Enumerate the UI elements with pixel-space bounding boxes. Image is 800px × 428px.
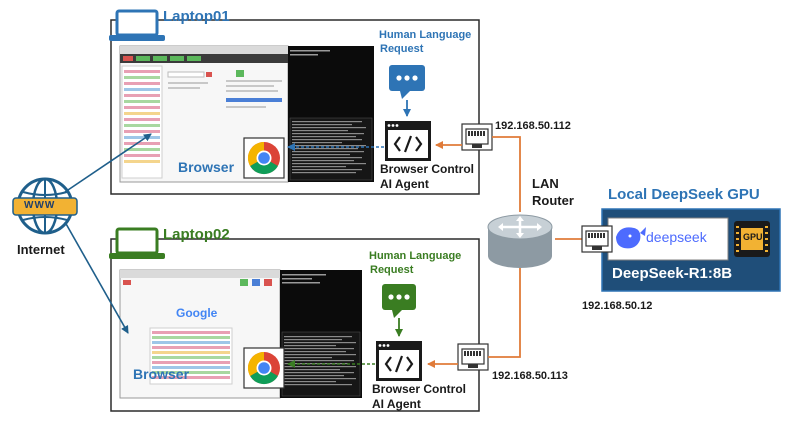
laptop01-title: Laptop01 (163, 8, 230, 25)
laptop02-request-line1: Human Language (369, 250, 462, 262)
laptop02-agent-line2: AI Agent (372, 397, 421, 411)
laptop02-agent-line1: Browser Control (372, 382, 467, 396)
www-badge: WWW (24, 200, 56, 211)
gpu-chip-icon (734, 221, 770, 257)
ethernet-port-icon (461, 123, 493, 151)
laptop-icon (109, 9, 165, 41)
laptop01-request-line1: Human Language (379, 29, 472, 41)
ethernet-port-icon (581, 225, 613, 253)
laptop01-terminal-screenshot (288, 46, 374, 182)
laptop02-internet-link (64, 221, 129, 334)
laptop02-request-line2: Request (370, 264, 414, 276)
chat-bubble-icon (389, 65, 425, 99)
laptop-icon (109, 227, 165, 259)
search-logo: Google (176, 306, 218, 320)
chrome-icon (243, 347, 285, 389)
laptop02-terminal-screenshot (280, 270, 362, 398)
globe-icon (12, 177, 78, 235)
deepseek-brand: deepseek (646, 229, 707, 245)
laptop02-browser-label: Browser (133, 366, 190, 382)
laptop01-internet-link (64, 133, 152, 193)
laptop01-group (109, 9, 493, 195)
gpu-chip-label: GPU (743, 232, 763, 242)
router-label-line1: LAN (532, 176, 559, 191)
gpu-model-label: DeepSeek-R1:8B (612, 265, 733, 282)
deepseek-whale-icon (616, 227, 646, 249)
laptop01-request-line2: Request (380, 43, 424, 55)
code-window-icon (376, 341, 422, 381)
chat-bubble-icon (382, 284, 416, 318)
ethernet-port-icon (457, 343, 489, 371)
router-icon (487, 214, 553, 268)
laptop02-ip: 192.168.50.113 (492, 370, 568, 382)
laptop01-agent-line2: AI Agent (380, 177, 429, 191)
lan-link-laptop01 (492, 136, 521, 212)
laptop02-title: Laptop02 (163, 226, 230, 243)
laptop01-browser-label: Browser (178, 159, 235, 175)
laptop01-ip: 192.168.50.112 (495, 120, 571, 132)
gpu-server-ip: 192.168.50.12 (582, 300, 653, 312)
router-label-line2: Router (532, 193, 574, 208)
laptop01-agent-line1: Browser Control (380, 162, 475, 176)
gpu-server-title: Local DeepSeek GPU (608, 186, 760, 203)
internet-label: Internet (17, 242, 65, 257)
gpu-server-group (581, 208, 781, 292)
laptop02-group (109, 227, 489, 412)
chrome-icon (243, 137, 285, 179)
lan-link-laptop02 (488, 264, 521, 358)
code-window-icon (385, 121, 431, 161)
